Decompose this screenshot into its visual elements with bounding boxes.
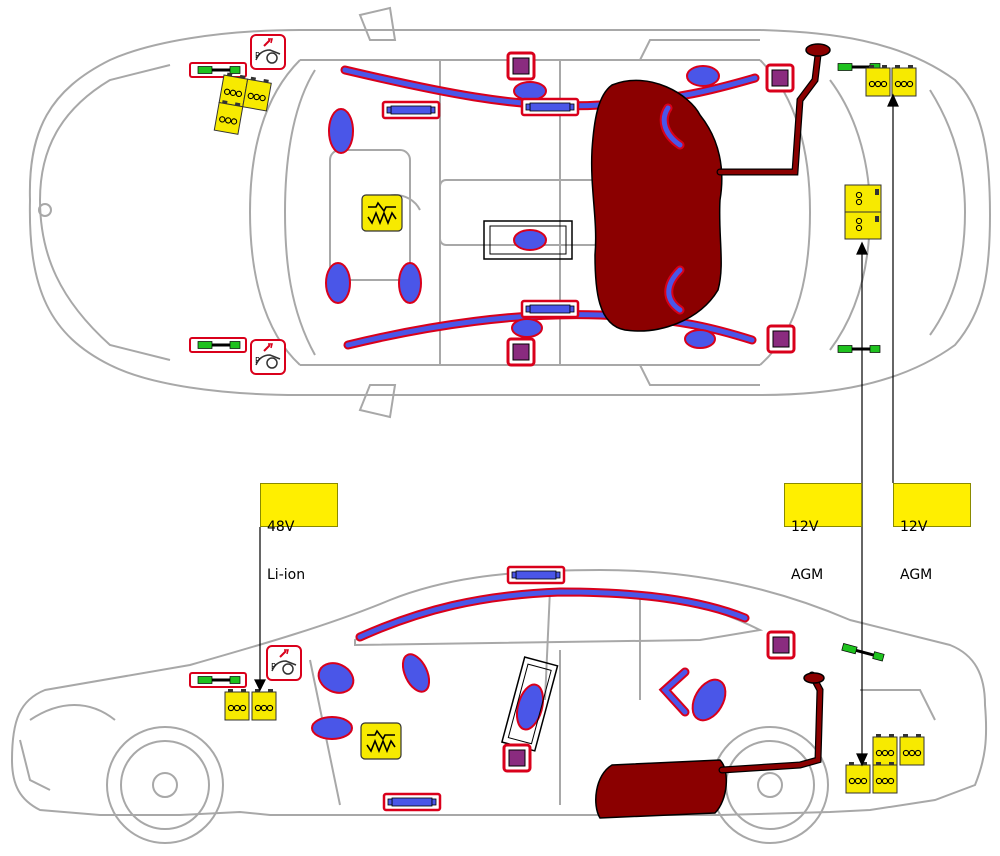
battery-icon (224, 688, 277, 721)
fuel-tank-side-view (595, 671, 825, 819)
airbag-icon (691, 678, 727, 722)
fuel-tank-top-view (590, 43, 831, 332)
seatbelt-pretensioner-icon (381, 100, 441, 120)
control-unit-icon (360, 722, 402, 760)
pyro-fuse-icon (189, 672, 247, 688)
label-line-type: AGM (791, 567, 824, 583)
label-12v-agm-trunk: 12V AGM (893, 483, 971, 583)
car-top-body-outline (28, 29, 992, 396)
battery-icon (213, 71, 273, 135)
pyro-fuse-icon (841, 642, 885, 662)
seatbelt-pretensioner-icon (520, 97, 580, 117)
label-line-type: Li-ion (267, 567, 306, 583)
airbag-icon (513, 229, 547, 251)
label-line-type: AGM (900, 567, 933, 583)
active-hood-icon (250, 34, 286, 70)
crash-sensor-icon (766, 630, 796, 660)
fuel-tank-icon (590, 79, 723, 332)
car-side-body-outline (10, 568, 988, 816)
airbag-icon (398, 262, 422, 304)
pyro-fuse-icon (189, 62, 247, 78)
battery-icon (844, 184, 882, 240)
crash-sensor-icon (506, 51, 536, 81)
seatbelt-pretensioner-icon (520, 299, 580, 319)
airbag-icon (317, 662, 355, 694)
battery-icon (845, 733, 925, 794)
fuel-tank-icon (595, 759, 727, 819)
airbag-icon (328, 108, 354, 154)
top-airbags (325, 65, 720, 349)
airbag-icon (311, 716, 353, 740)
leader-lines (254, 93, 899, 767)
airbag-icon (513, 81, 547, 101)
airbag-icon (401, 653, 431, 693)
airbag-icon (511, 318, 543, 338)
label-line-voltage: 48V (267, 519, 295, 535)
side-airbags (311, 653, 727, 740)
airbag-icon (684, 329, 716, 349)
airbag-icon (515, 683, 545, 731)
label-48v-li-ion: 48V Li-ion (260, 483, 338, 583)
airbag-icon (325, 262, 351, 304)
active-hood-icon (250, 339, 286, 375)
car-side-view (10, 568, 988, 844)
crash-sensor-icon (506, 337, 536, 367)
active-hood-icon (266, 645, 302, 681)
pyro-fuse-icon (837, 345, 881, 353)
label-12v-agm-rear: 12V AGM (784, 483, 862, 583)
label-line-voltage: 12V (900, 519, 928, 535)
crash-sensor-icon (502, 743, 532, 773)
label-line-voltage: 12V (791, 519, 819, 535)
crash-sensor-icon (766, 324, 796, 354)
airbag-icon (686, 65, 720, 87)
battery-icon (865, 64, 917, 97)
top-curtain-airbags (340, 65, 760, 350)
control-unit-icon (361, 194, 403, 232)
crash-sensor-icon (765, 63, 795, 93)
seatbelt-pretensioner-icon (506, 565, 566, 585)
seatbelt-pretensioner-icon (382, 792, 442, 812)
pyro-fuse-icon (189, 337, 247, 353)
center-airbag-frame-top (483, 220, 573, 260)
